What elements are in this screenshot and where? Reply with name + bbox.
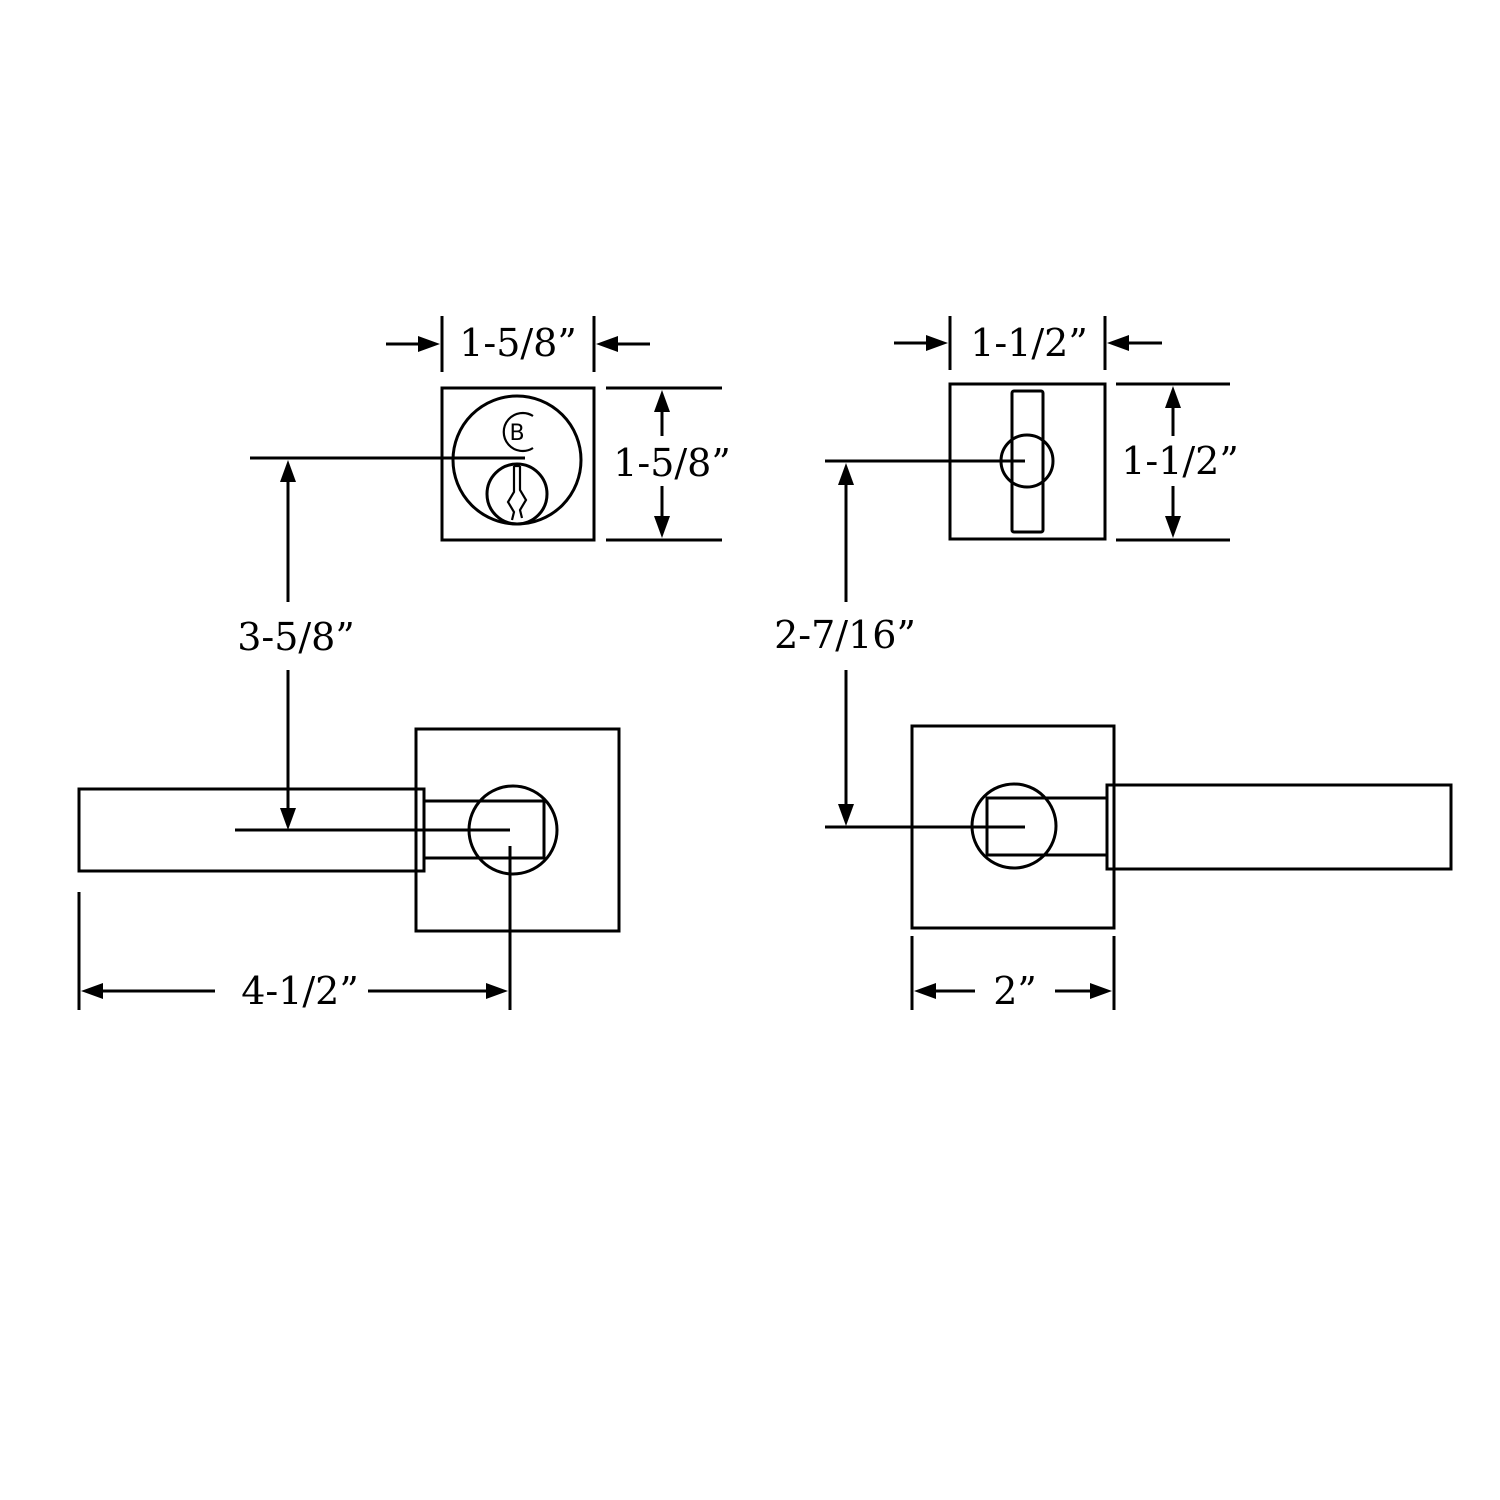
thumb-turn-view <box>825 382 1107 541</box>
left-lever-view <box>77 727 621 1010</box>
arrowhead <box>1107 335 1129 351</box>
logo-c-mark <box>502 411 534 453</box>
cylinder-outer-ring <box>451 394 583 526</box>
arrowhead <box>280 460 296 482</box>
arrowhead <box>1165 516 1181 538</box>
dim-rose-width: 2” <box>910 936 1116 1013</box>
arrowhead <box>1090 983 1112 999</box>
turn-offset-label: 2-7/16” <box>774 613 916 657</box>
dim-lever-length: 4-1/2” <box>77 892 508 1013</box>
arrowhead <box>838 804 854 826</box>
right-lever-view <box>825 724 1453 930</box>
arrowhead <box>654 390 670 412</box>
deadbolt-offset-label: 3-5/8” <box>237 615 355 659</box>
dim-deadbolt-width: 1-5/8” <box>386 316 650 372</box>
deadbolt-rose <box>440 386 596 542</box>
arrowhead <box>1165 386 1181 408</box>
dim-turn-height: 1-1/2” <box>1116 382 1239 542</box>
arrowhead <box>914 983 936 999</box>
dim-deadbolt-height: 1-5/8” <box>606 386 731 542</box>
keyhole-icon <box>506 464 528 521</box>
keyed-deadbolt-view: B <box>250 386 596 542</box>
turn-height-label: 1-1/2” <box>1121 439 1239 483</box>
lever-length-label: 4-1/2” <box>241 969 359 1013</box>
keyway-circle <box>485 462 549 526</box>
arrowhead <box>486 983 508 999</box>
arrowhead <box>838 463 854 485</box>
dim-turn-offset: 2-7/16” <box>774 463 916 826</box>
logo-letter: B <box>509 421 524 446</box>
rose-width-label: 2” <box>993 969 1037 1013</box>
dim-turn-width: 1-1/2” <box>894 316 1162 370</box>
turn-width-label: 1-1/2” <box>970 321 1088 365</box>
dim-deadbolt-offset: 3-5/8” <box>237 460 355 830</box>
arrowhead <box>654 516 670 538</box>
arrowhead <box>280 808 296 830</box>
arrowhead <box>81 983 103 999</box>
arrowhead <box>418 336 440 352</box>
deadbolt-width-label: 1-5/8” <box>459 321 577 365</box>
lever-handle <box>1105 783 1453 871</box>
deadbolt-height-label: 1-5/8” <box>613 441 731 485</box>
arrowhead <box>596 336 618 352</box>
arrowhead <box>926 335 948 351</box>
